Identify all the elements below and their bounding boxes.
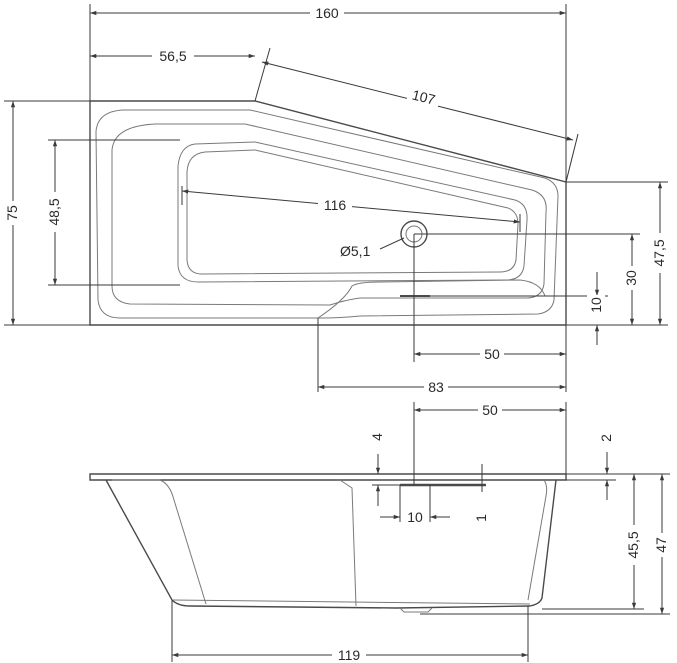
side-drain-foot xyxy=(399,607,433,613)
dim-slanted-edge: 107 xyxy=(410,87,437,108)
dim-overflow-offset: 1 xyxy=(473,514,489,522)
dim-apron-offset: 10 xyxy=(588,297,604,313)
dim-total-height: 47 xyxy=(653,537,669,553)
dim-rim-thickness: 2 xyxy=(598,434,614,442)
dim-drain-from-back: 30 xyxy=(623,270,639,286)
side-rim xyxy=(89,473,567,481)
plan-outer-rim xyxy=(89,100,567,326)
dim-base-length: 119 xyxy=(338,647,361,663)
plan-inner-rim xyxy=(95,109,559,319)
dim-inner-length: 116 xyxy=(324,197,347,213)
dim-overall-length: 160 xyxy=(315,5,339,21)
dim-inner-width: 48,5 xyxy=(46,198,62,225)
side-view xyxy=(89,473,567,613)
plan-bowl-outer xyxy=(111,123,547,306)
side-inner-right-wall xyxy=(527,479,548,601)
dim-rim-drop: 4 xyxy=(369,433,385,441)
dim-drain-from-right: 50 xyxy=(484,346,500,362)
dim-short-side: 56,5 xyxy=(159,48,186,64)
dim-drain-diameter: Ø5,1 xyxy=(340,243,371,259)
dim-apron-length: 83 xyxy=(428,379,444,395)
dim-overall-width: 75 xyxy=(4,205,20,221)
dim-right-end-depth: 47,5 xyxy=(651,239,667,266)
plan-bowl-inner xyxy=(177,141,528,283)
side-shell xyxy=(105,479,557,609)
plan-dimensions: 160 56,5 107 75 48,5 xyxy=(3,4,668,396)
dim-inner-depth: 45,5 xyxy=(625,531,641,558)
side-base xyxy=(171,599,531,605)
plan-view xyxy=(89,100,567,326)
side-inner-left-wall xyxy=(112,479,207,605)
plan-seat-curve xyxy=(317,279,546,319)
side-seat-edge xyxy=(339,479,357,607)
dim-overflow-width: 10 xyxy=(407,509,423,525)
side-dimensions: 50 4 2 10 1 45,5 xyxy=(171,401,670,663)
dim-side-drain-from-right: 50 xyxy=(482,402,498,418)
